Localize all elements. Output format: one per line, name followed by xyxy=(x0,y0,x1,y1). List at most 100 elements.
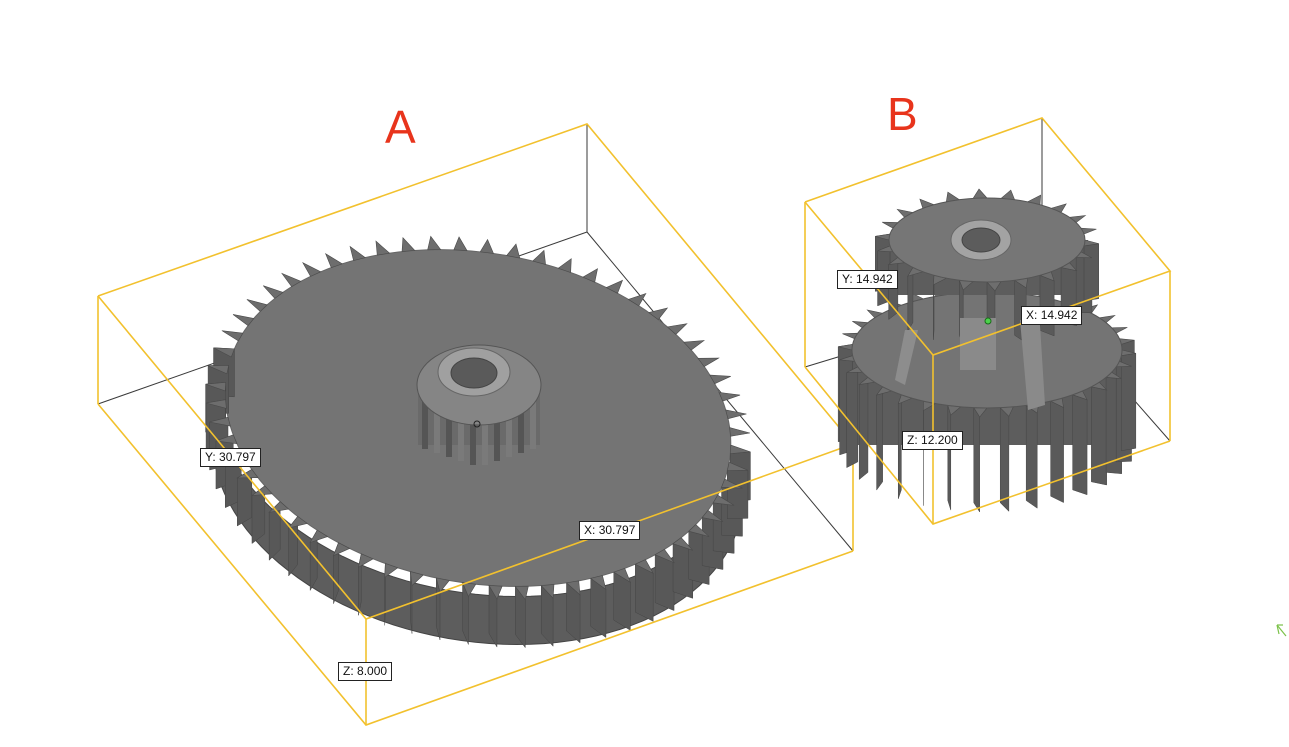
gear-tooth xyxy=(972,188,988,199)
dimension-value: 30.797 xyxy=(598,523,636,537)
pinion-flute xyxy=(434,385,440,453)
dimension-axis: X xyxy=(584,523,599,537)
dimension-value: 8.000 xyxy=(357,664,388,678)
gear-tooth xyxy=(401,237,416,252)
gear-tooth xyxy=(666,323,688,335)
dimension-value: 30.797 xyxy=(219,450,256,464)
part-origin-marker-icon xyxy=(473,420,481,428)
gear-tooth-flank xyxy=(1083,243,1099,302)
pinion-flute xyxy=(446,385,452,457)
gear-tooth xyxy=(349,245,366,261)
gear-tooth xyxy=(427,235,442,251)
gear-tooth xyxy=(309,529,329,544)
gear-tooth-flank xyxy=(635,563,654,622)
gear-tooth xyxy=(634,559,654,575)
gear-tooth-flank xyxy=(654,554,675,611)
gear-tooth xyxy=(232,314,255,327)
gear-tooth xyxy=(697,357,720,368)
gear-tooth xyxy=(683,340,706,351)
part-b-dimension-y[interactable]: Y14.942 xyxy=(837,270,898,289)
gear-tooth xyxy=(453,236,468,251)
dimension-axis: X xyxy=(1026,308,1041,322)
pinion-flute xyxy=(530,385,536,449)
gear-tooth xyxy=(709,374,731,385)
gear-tooth-flank xyxy=(1050,400,1064,503)
part-a-gear[interactable] xyxy=(198,211,758,649)
gear-tooth xyxy=(375,240,391,256)
dimension-axis: Z xyxy=(343,664,357,678)
gear-tooth xyxy=(688,524,710,537)
part-a-dimension-x[interactable]: X30.797 xyxy=(579,521,641,540)
gear-tooth xyxy=(410,571,424,587)
part-a-label: A xyxy=(385,101,416,153)
gear-tooth xyxy=(287,516,308,529)
gear-tooth xyxy=(532,249,546,265)
part-b-label: B xyxy=(887,88,918,140)
dimension-axis: Y xyxy=(842,272,856,286)
gear-tooth xyxy=(209,416,231,427)
gear-tooth-flank xyxy=(846,366,859,469)
gear-tooth xyxy=(729,444,751,455)
gear-tooth xyxy=(605,279,624,294)
gear-tooth xyxy=(729,427,750,437)
gear-tooth xyxy=(215,434,238,445)
gear-tooth xyxy=(488,585,503,600)
gear-tooth xyxy=(712,494,735,506)
axis-triad-icon[interactable] xyxy=(1276,624,1287,637)
gear-tooth xyxy=(206,399,227,409)
part-origin-marker-icon xyxy=(984,317,992,325)
gear-tooth xyxy=(613,568,632,584)
gear-tooth xyxy=(268,501,290,513)
gear-tooth xyxy=(654,548,675,564)
gear-tooth xyxy=(221,330,244,342)
gear-tooth xyxy=(281,272,302,288)
gear-tooth xyxy=(506,243,521,259)
gear-tooth xyxy=(718,391,741,402)
gear-tooth xyxy=(565,580,581,596)
gear-tooth-flank xyxy=(1072,394,1088,496)
part-b-dimension-z[interactable]: Z12.200 xyxy=(902,431,963,450)
part-b-dimension-x[interactable]: X14.942 xyxy=(1021,306,1083,325)
part-a-dimension-z[interactable]: Z8.000 xyxy=(338,662,393,681)
gear-tooth xyxy=(627,292,647,307)
gear-tooth-flank xyxy=(1091,386,1107,486)
gear-tooth xyxy=(213,347,235,358)
gear-tooth-flank xyxy=(1025,405,1038,509)
part-a-pinion xyxy=(416,344,542,465)
pinion-flute xyxy=(506,385,512,457)
gear-tooth xyxy=(246,299,268,312)
gear-tooth xyxy=(324,252,343,268)
gear-tooth xyxy=(435,577,450,593)
dimension-axis: Z xyxy=(907,433,921,447)
gear-tooth xyxy=(479,238,494,254)
gear-tooth xyxy=(205,381,227,392)
gear-tooth-flank xyxy=(876,386,883,491)
dimension-value: 14.942 xyxy=(856,272,893,286)
part-a-dimension-y[interactable]: Y30.797 xyxy=(200,448,261,467)
gear-tooth-flank xyxy=(973,406,980,513)
gear-tooth xyxy=(540,584,555,599)
gear-tooth xyxy=(384,563,399,578)
gear-tooth xyxy=(302,261,322,277)
dimension-axis: Y xyxy=(205,450,219,464)
gear-tooth xyxy=(582,268,598,283)
dimension-value: 12.200 xyxy=(921,433,958,447)
pinion-flute xyxy=(422,385,428,449)
gear-tooth xyxy=(648,307,669,320)
gear-tooth xyxy=(701,509,724,522)
gear-tooth xyxy=(207,364,230,375)
gear-tooth xyxy=(462,582,477,598)
part-b-gear[interactable] xyxy=(837,188,1137,513)
gear-tooth-flank xyxy=(907,266,914,333)
gear-tooth-flank xyxy=(947,405,952,511)
dimension-value: 14.942 xyxy=(1040,308,1078,322)
gear-tooth xyxy=(557,258,572,273)
gear-tooth xyxy=(514,585,529,601)
gear-tooth-flank xyxy=(1121,352,1137,451)
gear-tooth xyxy=(358,553,374,568)
gear-tooth-flank xyxy=(858,376,869,481)
pinion-flute xyxy=(518,385,524,453)
gear-tooth-flank xyxy=(727,470,749,519)
gear-tooth xyxy=(672,537,693,551)
